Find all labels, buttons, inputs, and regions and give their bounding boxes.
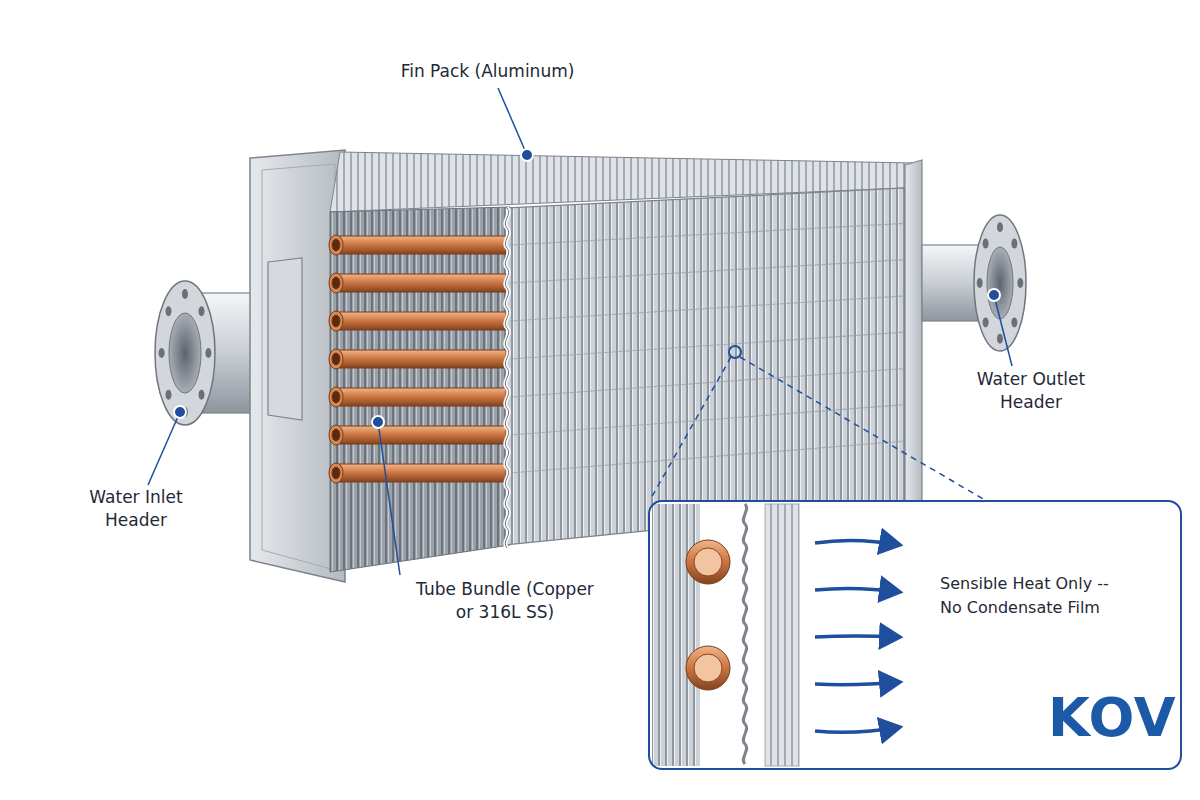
detail-inset-box: Sensible Heat Only -- No Condensate Film [648, 500, 1182, 770]
part-label: Water Outlet Header [972, 368, 1090, 414]
part-label: Water Inlet Header [80, 486, 192, 532]
part-label: Tube Bundle (Copper or 316L SS) [410, 578, 600, 624]
inset-note: Sensible Heat Only -- No Condensate Film [940, 572, 1132, 620]
logo-watermark: KOV [1048, 688, 1178, 748]
part-label: Fin Pack (Aluminum) [385, 60, 590, 83]
